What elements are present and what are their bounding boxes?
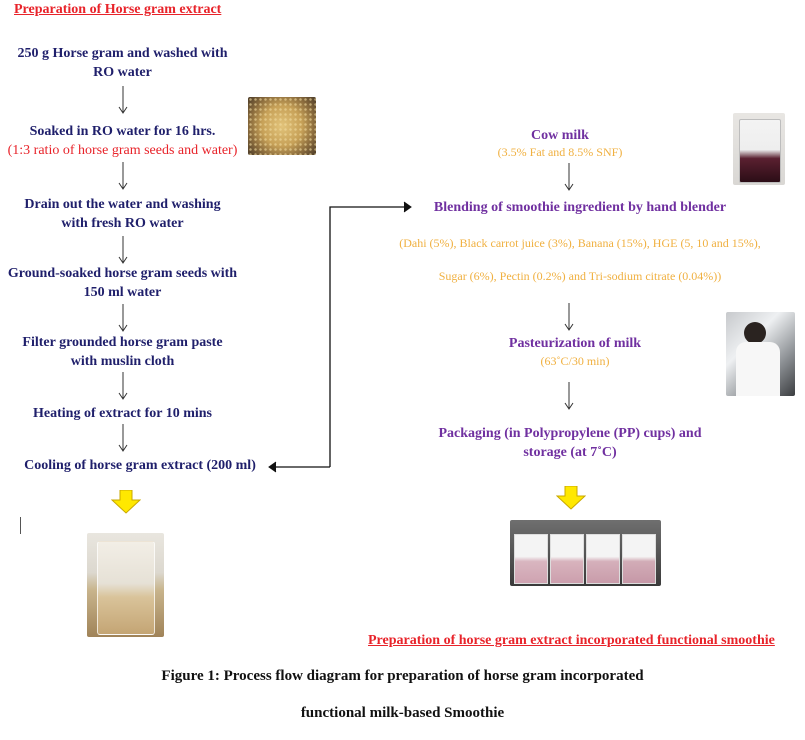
cup-3 bbox=[586, 534, 620, 584]
left-step-4: Ground-soaked horse gram seeds with 150 … bbox=[0, 264, 245, 302]
horse-gram-seeds-photo bbox=[248, 97, 316, 155]
milk-beaker-glass bbox=[739, 119, 781, 183]
left-step-1-line2: RO water bbox=[93, 65, 152, 80]
yellow-arrow-icon bbox=[556, 486, 586, 510]
right-step-2-sub-2: Sugar (6%), Pectin (0.2%) and Tri-sodium… bbox=[438, 269, 722, 283]
arrow-down-icon bbox=[118, 304, 128, 332]
left-step-5-line2: with muslin cloth bbox=[70, 354, 175, 369]
left-step-4-line2: 150 ml water bbox=[83, 285, 162, 300]
text-cursor bbox=[20, 517, 21, 534]
left-step-2-line1: Soaked in RO water for 16 hrs. bbox=[29, 124, 216, 139]
left-heading: Preparation of Horse gram extract bbox=[14, 2, 222, 17]
yellow-arrow-icon bbox=[111, 490, 141, 514]
right-step-4-line1: Packaging (in Polypropylene (PP) cups) a… bbox=[438, 426, 702, 441]
left-step-3: Drain out the water and washing with fre… bbox=[0, 195, 245, 233]
cow-milk-beaker-photo bbox=[733, 113, 785, 185]
arrow-down-icon bbox=[118, 86, 128, 114]
person-figure bbox=[744, 322, 766, 344]
right-step-2: Blending of smoothie ingredient by hand … bbox=[433, 200, 727, 215]
arrow-down-icon bbox=[118, 236, 128, 264]
pasteurization-photo bbox=[726, 312, 795, 396]
right-step-4: Packaging (in Polypropylene (PP) cups) a… bbox=[410, 424, 730, 462]
right-step-1-sub: (3.5% Fat and 8.5% SNF) bbox=[497, 145, 623, 159]
right-step-4-line2: storage (at 7˚C) bbox=[523, 445, 617, 460]
seeds-texture bbox=[248, 97, 316, 155]
cup-4 bbox=[622, 534, 656, 584]
arrow-down-icon bbox=[564, 163, 574, 191]
left-step-5-line1: Filter grounded horse gram paste bbox=[22, 335, 223, 350]
left-step-4-line1: Ground-soaked horse gram seeds with bbox=[7, 266, 238, 281]
right-step-1: Cow milk bbox=[531, 128, 589, 143]
left-step-7: Cooling of horse gram extract (200 ml) bbox=[24, 458, 256, 473]
arrow-down-icon bbox=[118, 372, 128, 400]
cup-2 bbox=[550, 534, 584, 584]
left-step-5: Filter grounded horse gram paste with mu… bbox=[0, 333, 245, 371]
figure-caption-line-2: functional milk-based Smoothie bbox=[300, 705, 505, 721]
extract-beaker-photo bbox=[87, 533, 164, 637]
right-step-3-sub: (63˚C/30 min) bbox=[540, 354, 610, 368]
cup-1 bbox=[514, 534, 548, 584]
beaker-glass bbox=[97, 541, 155, 635]
lab-coat bbox=[736, 342, 780, 396]
right-step-2-sub-1: (Dahi (5%), Black carrot juice (3%), Ban… bbox=[399, 236, 761, 250]
left-step-2: Soaked in RO water for 16 hrs. (1:3 rati… bbox=[0, 122, 245, 160]
arrow-down-icon bbox=[118, 424, 128, 452]
right-heading: Preparation of horse gram extract incorp… bbox=[368, 633, 775, 648]
left-step-3-line2: with fresh RO water bbox=[61, 216, 184, 231]
left-step-3-line1: Drain out the water and washing bbox=[24, 197, 221, 212]
left-step-1-line1: 250 g Horse gram and washed with bbox=[17, 46, 228, 61]
smoothie-cups-photo bbox=[510, 520, 661, 586]
connector-arrow-icon bbox=[268, 201, 412, 473]
figure-caption-line-1: Figure 1: Process flow diagram for prepa… bbox=[161, 668, 644, 684]
right-step-3: Pasteurization of milk bbox=[508, 336, 642, 351]
left-step-1: 250 g Horse gram and washed with RO wate… bbox=[0, 44, 245, 82]
arrow-down-icon bbox=[118, 162, 128, 190]
arrow-down-icon bbox=[564, 303, 574, 331]
left-step-2-line2: (1:3 ratio of horse gram seeds and water… bbox=[7, 143, 238, 158]
arrow-down-icon bbox=[564, 382, 574, 410]
left-step-6: Heating of extract for 10 mins bbox=[33, 406, 212, 421]
